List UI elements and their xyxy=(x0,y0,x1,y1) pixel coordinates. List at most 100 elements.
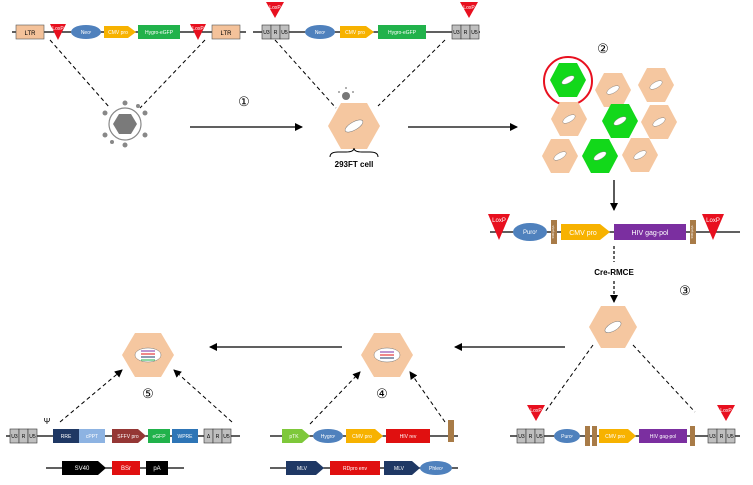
puro-gene xyxy=(554,429,580,443)
cppt-element xyxy=(79,429,105,443)
loxp-triangle xyxy=(266,2,284,18)
ltr-box-left xyxy=(15,24,45,40)
delta-label: Δ xyxy=(207,434,211,440)
egfp-gene xyxy=(148,429,170,443)
cmv-label: CMV pro xyxy=(605,434,625,440)
pa-label: pA xyxy=(153,466,160,472)
bsr-gene xyxy=(112,461,140,475)
step-1-marker: ① xyxy=(238,94,250,109)
rdpro-construct: MLV RDpro env MLV Phleoʳ xyxy=(270,461,458,475)
hygro-gene xyxy=(313,429,343,443)
cell-293ft: 293FT cell xyxy=(274,39,446,169)
phleo-label: Phleoʳ xyxy=(429,466,444,472)
dashed-arrow-5-right xyxy=(173,369,233,423)
dashed-arrow-4-right xyxy=(409,371,446,423)
cell-orange xyxy=(551,102,587,136)
loxp-label: LoxP xyxy=(52,26,64,32)
puro-label: Puroʳ xyxy=(523,229,538,236)
hiv-rev-gene xyxy=(386,429,430,443)
loxp-label: LoxP xyxy=(492,218,506,224)
sffv-promoter xyxy=(112,429,146,443)
r-label: R xyxy=(22,434,26,440)
sv40-polya-label: SV40 polyA xyxy=(552,225,555,238)
hiv-gagpol-gene xyxy=(639,429,687,443)
loxp-triangle xyxy=(190,24,206,40)
u5-label: U5 xyxy=(727,434,734,440)
cell-step-5 xyxy=(122,333,174,377)
puro-gene xyxy=(513,223,547,241)
hygro-egfp-label: Hygro-eGFP xyxy=(388,30,417,36)
r-label: R xyxy=(216,434,220,440)
loxp-label: LoxP xyxy=(530,408,542,414)
cmv-label: CMV pro xyxy=(345,30,365,36)
sv40-polya xyxy=(690,220,696,244)
u5-label: U5 xyxy=(281,30,288,36)
ltr-label-left: LTR xyxy=(25,31,37,37)
bsr-label: BSr xyxy=(121,466,131,472)
u3-label: U3 xyxy=(518,434,525,440)
psi-label: Ψ xyxy=(44,417,51,426)
r-label: R xyxy=(720,434,724,440)
rre-label: RRE xyxy=(61,434,72,440)
envelope-construct: pTK Hygroʳ CMV pro HIV rev xyxy=(270,420,458,443)
sv40-polya xyxy=(592,426,597,446)
u3-label: U3 xyxy=(263,30,270,36)
cmv-label: CMV pro xyxy=(352,434,372,440)
sv40-label: SV40 xyxy=(75,466,90,472)
sv40-polya xyxy=(551,220,557,244)
u3-label: U3 xyxy=(453,30,460,36)
selection-construct: SV40 BSr pA xyxy=(46,461,184,475)
rdpro-label: RDpro env xyxy=(343,466,367,472)
rmce-cassette: LoxP Puroʳ SV40 polyA CMV pro HIV gag-po… xyxy=(488,214,740,244)
hiv-gagpol-label: HIV gag-pol xyxy=(632,230,669,237)
cmv-label: CMV pro xyxy=(108,30,128,36)
mlv-ltr xyxy=(384,461,420,475)
loxp-triangle xyxy=(527,405,545,421)
top-middle-construct: LoxP U3 R U5 Neoʳ CMV pro Hygro-eGFP Lox… xyxy=(253,2,480,40)
pa-element xyxy=(146,461,168,475)
step-2-marker: ② xyxy=(597,41,609,56)
u5-label: U5 xyxy=(223,434,230,440)
loxp-label: LoxP xyxy=(463,5,475,11)
cmv-promoter xyxy=(599,429,636,443)
u5-label: U5 xyxy=(29,434,36,440)
u3-label: U3 xyxy=(709,434,716,440)
dashed-arrow-5-left xyxy=(59,369,123,423)
step-4-marker: ④ xyxy=(376,386,388,401)
hygro-egfp-gene xyxy=(138,25,180,39)
cmv-promoter xyxy=(340,26,374,38)
transfer-vector-construct: Ψ U3 R U5 RRE cPPT SFFV pro eGFP WPRE Δ … xyxy=(6,417,240,444)
cmv-promoter xyxy=(104,26,136,38)
cell-orange xyxy=(542,139,578,173)
cmv-promoter xyxy=(346,429,383,443)
top-left-construct: LTR LoxP Neoʳ CMV pro Hygro-eGFP LoxP LT… xyxy=(12,24,246,40)
cell-step-3 xyxy=(544,306,696,413)
mlv-label: MLV xyxy=(297,466,308,472)
cell-step-4 xyxy=(361,333,413,377)
neo-label: Neoʳ xyxy=(81,30,92,36)
cell-orange xyxy=(622,138,658,172)
neo-label: Neoʳ xyxy=(315,30,326,36)
cell-green xyxy=(602,104,638,138)
sv40-promoter xyxy=(62,461,106,475)
cell-population xyxy=(542,56,677,173)
cppt-label: cPPT xyxy=(86,434,98,440)
rre-element xyxy=(53,429,79,443)
sffv-label: SFFV pro xyxy=(117,434,139,440)
sv40-polya xyxy=(585,426,590,446)
hygro-egfp-gene xyxy=(378,25,426,39)
loxp-label: LoxP xyxy=(706,218,720,224)
mlv-label: MLV xyxy=(394,466,405,472)
hygro-egfp-label: Hygro-eGFP xyxy=(145,30,174,36)
cell-293ft-label: 293FT cell xyxy=(335,160,374,169)
final-packaging-construct: LoxP U3 R U5 Puroʳ CMV pro HIV gag-pol L… xyxy=(510,405,740,446)
loxp-triangle xyxy=(488,214,510,240)
r-label: R xyxy=(529,434,533,440)
loxp-triangle xyxy=(50,24,66,40)
hiv-gagpol-label: HIV gag-pol xyxy=(650,434,676,440)
sv40-polya xyxy=(690,426,695,446)
ptk-promoter xyxy=(282,429,310,443)
loxp-label: LoxP xyxy=(269,5,281,11)
sv40-polya-label: SV40 polyA xyxy=(691,225,694,238)
